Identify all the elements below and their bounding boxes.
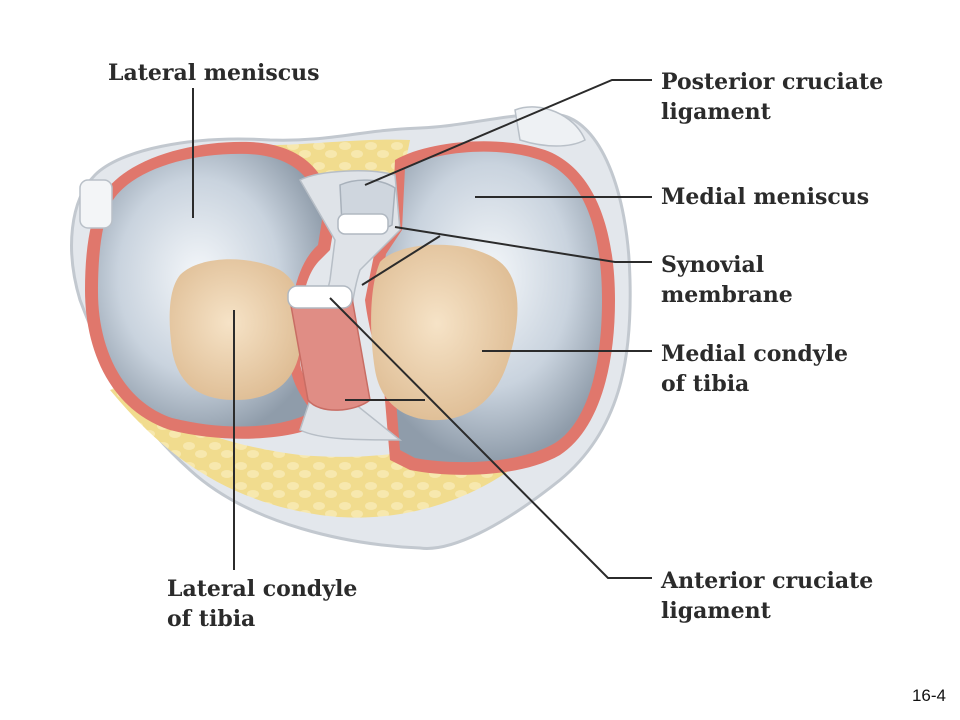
- leader-posterior-cruciate: [364, 79, 652, 186]
- leader-synovial-b: [361, 235, 441, 286]
- leader-lines: [192, 79, 652, 579]
- leader-anterior-cruciate: [329, 297, 652, 579]
- pcl-cut-end: [337, 213, 389, 235]
- figure-number: 16-4: [911, 686, 946, 705]
- leader-synovial-a: [394, 226, 652, 263]
- lateral-condyle: [169, 259, 303, 400]
- label-medial-meniscus: Medial meniscus: [661, 184, 870, 210]
- label-lateral-condyle: Lateral condyle of tibia: [167, 576, 358, 632]
- medial-tendon-cut: [514, 106, 586, 147]
- label-anterior-cruciate-ligament: Anterior cruciate ligament: [661, 568, 874, 624]
- fat-pad: [110, 385, 510, 518]
- label-lateral-meniscus: Lateral meniscus: [108, 60, 320, 86]
- acl-cut-end: [287, 285, 353, 309]
- label-medial-condyle: Medial condyle of tibia: [661, 341, 848, 397]
- label-synovial-membrane: Synovial membrane: [661, 252, 793, 308]
- lateral-tendon-cut: [79, 179, 113, 229]
- label-posterior-cruciate-ligament: Posterior cruciate ligament: [661, 69, 884, 125]
